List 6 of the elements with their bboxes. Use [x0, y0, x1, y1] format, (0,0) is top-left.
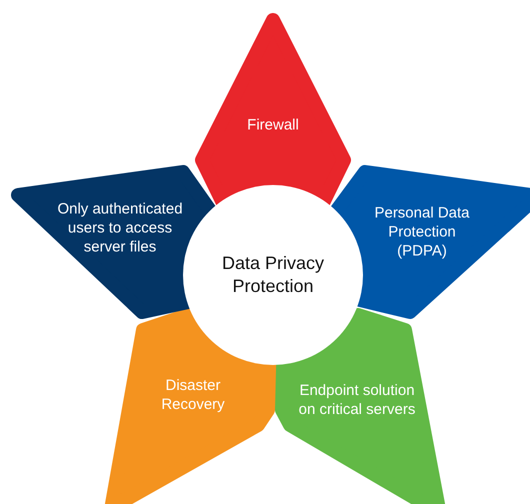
center-title: Data Privacy Protection [220, 252, 326, 298]
petal-label: Endpoint solution on critical servers [298, 381, 416, 419]
petal-label: Only authenticated users to access server files [56, 200, 184, 256]
petal-label: Personal Data Protection (PDPA) [373, 204, 471, 260]
petal-label: Firewall [246, 116, 300, 134]
petal-label: Disaster Recovery [160, 376, 226, 414]
